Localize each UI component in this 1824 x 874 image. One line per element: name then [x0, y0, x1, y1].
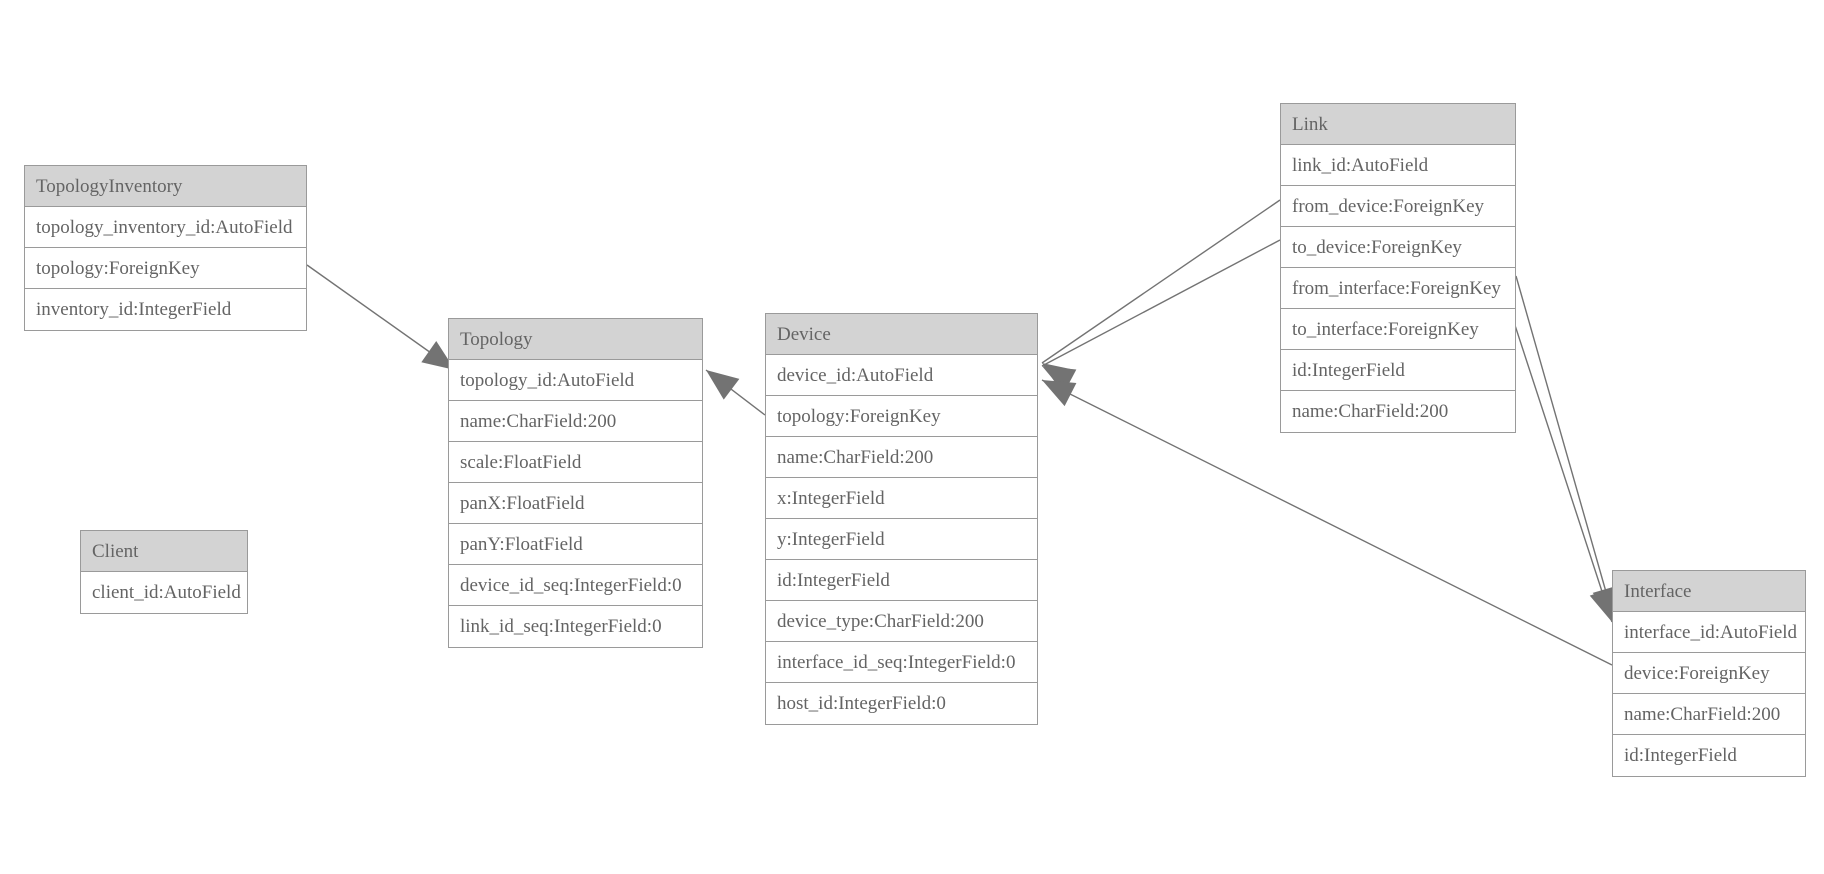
entity-field: topology:ForeignKey — [25, 248, 306, 289]
entity-field: from_device:ForeignKey — [1281, 186, 1515, 227]
entity-field: to_interface:ForeignKey — [1281, 309, 1515, 350]
entity-title-topologyinventory: TopologyInventory — [25, 166, 306, 207]
entity-field: inventory_id:IntegerField — [36, 299, 232, 320]
entity-field: id:IntegerField — [766, 560, 1037, 601]
entity-field: device:ForeignKey — [1613, 653, 1805, 694]
rel-topologyinventory-topology — [306, 264, 456, 371]
rel-link-to-interface — [1509, 309, 1615, 623]
entity-field: x:IntegerField — [766, 478, 1037, 519]
entity-field: link_id:AutoField — [1281, 145, 1515, 186]
rel-link-from-device — [1041, 199, 1281, 392]
entity-field: to_device:ForeignKey — [1281, 227, 1515, 268]
entity-field: name:CharField:200 — [449, 401, 702, 442]
entity-client[interactable]: Client client_id:AutoField — [80, 530, 248, 614]
entity-title-device: Device — [766, 314, 1037, 355]
entity-title-client: Client — [81, 531, 247, 572]
entity-field: id:IntegerField — [1624, 745, 1737, 766]
relationship-arrowhead — [1042, 366, 1077, 393]
entity-field: host_id:IntegerField:0 — [777, 693, 946, 714]
entity-field: topology_inventory_id:AutoField — [25, 207, 306, 248]
relationship-arrowhead — [1042, 380, 1077, 407]
entity-field: device_type:CharField:200 — [766, 601, 1037, 642]
entity-title-topology: Topology — [449, 319, 702, 360]
entity-field: interface_id_seq:IntegerField:0 — [766, 642, 1037, 683]
relationship-line — [1515, 275, 1615, 621]
entity-field: topology_id:AutoField — [449, 360, 702, 401]
entity-field: id:IntegerField — [1281, 350, 1515, 391]
relationship-line — [705, 369, 766, 416]
entity-field: name:CharField:200 — [1613, 694, 1805, 735]
relationship-arrowhead — [706, 370, 740, 400]
entity-field: name:CharField:200 — [766, 437, 1037, 478]
rel-device-topology — [705, 369, 766, 416]
entity-field: name:CharField:200 — [1292, 401, 1449, 422]
entity-field: panY:FloatField — [449, 524, 702, 565]
entity-title-link: Link — [1281, 104, 1515, 145]
entity-field: link_id_seq:IntegerField:0 — [460, 616, 662, 637]
relationship-arrowhead — [1042, 363, 1076, 392]
entity-title-interface: Interface — [1613, 571, 1805, 612]
entity-field: client_id:AutoField — [92, 582, 241, 603]
entity-field: device_id_seq:IntegerField:0 — [449, 565, 702, 606]
entity-field: y:IntegerField — [766, 519, 1037, 560]
entity-field: panX:FloatField — [449, 483, 702, 524]
entity-field: scale:FloatField — [449, 442, 702, 483]
relationship-line — [306, 264, 456, 371]
entity-field: interface_id:AutoField — [1613, 612, 1805, 653]
relationship-line — [1041, 239, 1281, 367]
entity-field: topology:ForeignKey — [766, 396, 1037, 437]
entity-field: device_id:AutoField — [766, 355, 1037, 396]
relationship-line — [1509, 309, 1613, 623]
rel-link-to-device — [1041, 239, 1281, 393]
entity-field: from_interface:ForeignKey — [1281, 268, 1515, 309]
rel-link-from-interface — [1515, 275, 1618, 621]
relationship-line — [1041, 199, 1281, 364]
